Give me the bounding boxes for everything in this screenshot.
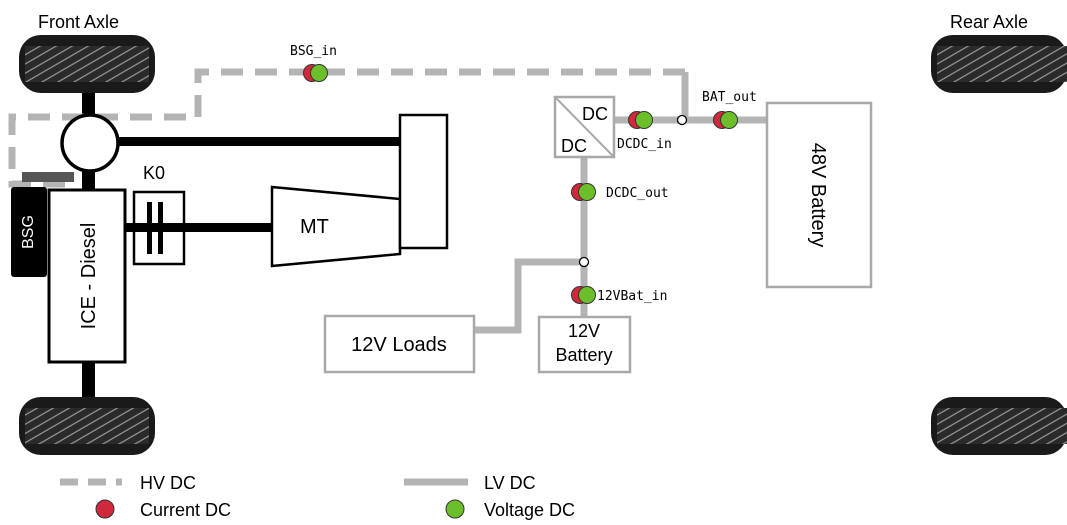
voltage-sensor-icon — [310, 64, 328, 82]
sensor-label-dcdc-out: DCDC_out — [606, 186, 669, 201]
sensor-label-12vbat-in: 12VBat_in — [597, 289, 667, 304]
mt-label: MT — [300, 216, 329, 238]
legend: HV DC Current DC LV DC Voltage DC — [60, 473, 575, 520]
voltage-sensor-icon — [578, 183, 596, 201]
hv-dc-line — [8, 68, 685, 188]
ice-diesel-label: ICE - Diesel — [78, 223, 100, 330]
bsg-label: BSG — [20, 215, 37, 249]
differential — [60, 113, 120, 173]
clutch-k0-label: K0 — [143, 163, 165, 183]
voltage-sensor-icon — [578, 286, 596, 304]
sensor-bsg-in: BSG_in — [290, 44, 337, 82]
driveshaft-to-gearbox — [118, 137, 400, 146]
junction-node-lv — [578, 256, 590, 268]
ice-to-mt-shaft — [122, 223, 274, 232]
sensor-12vbat-in: 12VBat_in — [571, 286, 667, 304]
sensor-bat-out: BAT_out — [702, 90, 757, 129]
bsg-belt — [22, 172, 74, 182]
battery-12v-label-line1: 12V — [568, 321, 600, 341]
sensor-dcdc-in: DCDC_in — [617, 111, 672, 152]
clutch-shaft-in — [124, 223, 158, 232]
legend-current-icon — [95, 499, 115, 519]
clutch-plate-right — [158, 202, 163, 254]
battery-48v-label: 48V Battery — [807, 143, 829, 248]
loads-12v-label: 12V Loads — [351, 334, 447, 356]
battery-12v-label-line2: Battery — [555, 345, 612, 365]
sensor-label-bsg-in: BSG_in — [290, 44, 337, 59]
legend-current-label: Current DC — [140, 500, 231, 520]
final-drive-box — [398, 113, 449, 250]
legend-voltage-label: Voltage DC — [484, 500, 575, 520]
mt-gearbox — [270, 185, 402, 268]
wheel-front-top — [19, 35, 155, 93]
rear-axle-label: Rear Axle — [950, 12, 1028, 32]
sensor-label-dcdc-in: DCDC_in — [617, 137, 672, 152]
wheel-front-bottom — [19, 397, 155, 455]
clutch-plate-left — [147, 202, 152, 254]
clutch-shaft-out — [163, 223, 185, 232]
front-axle-label: Front Axle — [38, 12, 119, 32]
loads-12v-box — [323, 314, 476, 374]
bsg-unit: BSG — [11, 187, 47, 277]
legend-voltage-icon — [445, 499, 465, 519]
legend-hv-label: HV DC — [140, 473, 196, 493]
dcdc-top-label: DC — [582, 104, 608, 124]
sensor-label-bat-out: BAT_out — [702, 90, 757, 105]
voltage-sensor-icon — [635, 111, 653, 129]
voltage-sensor-icon — [720, 111, 738, 129]
sensor-dcdc-out: DCDC_out — [571, 183, 669, 201]
battery-12v-box — [537, 315, 632, 374]
loads-branch-line — [474, 258, 584, 334]
dcdc-converter: DC DC — [553, 95, 616, 159]
battery-48v-box — [765, 101, 873, 289]
junction-node-hv — [676, 114, 688, 126]
legend-lv-label: LV DC — [484, 473, 536, 493]
wheel-rear-bottom — [931, 397, 1067, 455]
ice-diesel-box — [47, 188, 127, 364]
wheel-rear-top — [931, 35, 1067, 93]
dcdc-bottom-label: DC — [561, 136, 587, 156]
